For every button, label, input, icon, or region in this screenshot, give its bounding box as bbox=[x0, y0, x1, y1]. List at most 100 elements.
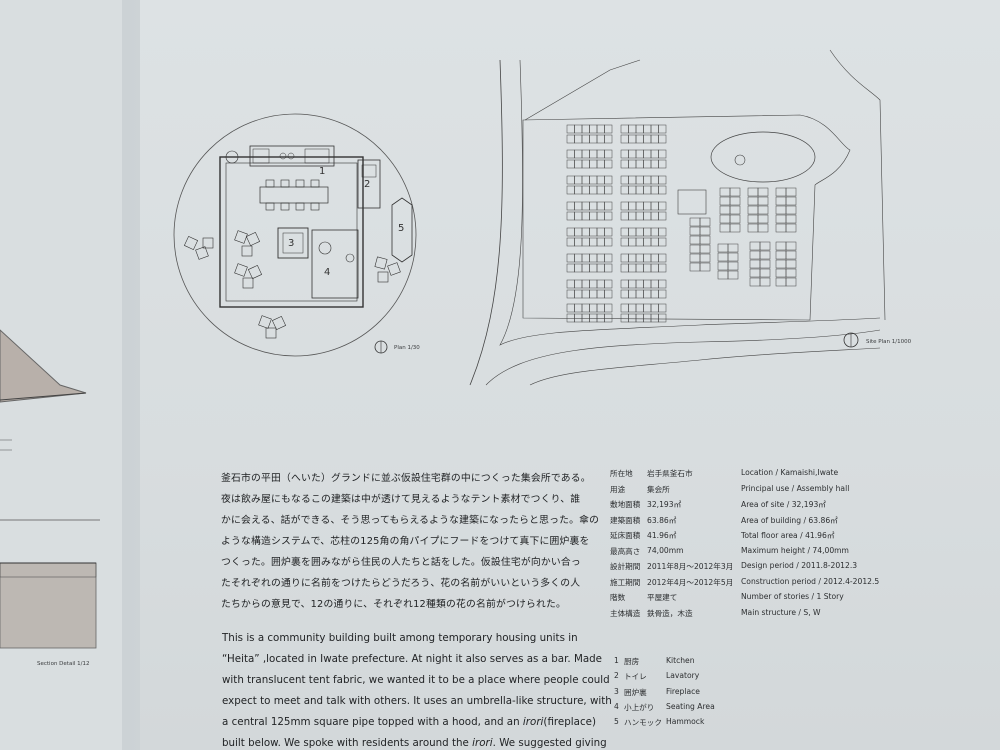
room-number-5: 5 bbox=[398, 223, 404, 234]
housing-unit bbox=[635, 149, 644, 159]
housing-unit bbox=[719, 196, 731, 206]
housing-unit bbox=[574, 149, 583, 159]
housing-unit bbox=[581, 185, 590, 195]
housing-unit bbox=[604, 149, 613, 159]
housing-unit bbox=[596, 149, 605, 159]
housing-unit bbox=[581, 303, 590, 313]
housing-unit bbox=[596, 279, 605, 289]
housing-unit bbox=[581, 253, 590, 263]
housing-unit bbox=[581, 134, 590, 144]
housing-unit bbox=[581, 175, 590, 185]
spec-en: Total floor area / 41.96㎡ bbox=[741, 531, 835, 540]
housing-unit bbox=[729, 223, 741, 233]
housing-unit bbox=[620, 201, 629, 211]
housing-unit bbox=[747, 196, 759, 206]
housing-unit bbox=[643, 263, 652, 273]
legend-jp: 厨房 bbox=[624, 657, 640, 666]
spec-en: Principal use / Assembly hall bbox=[741, 483, 850, 493]
housing-unit bbox=[574, 263, 583, 273]
legend-jp: トイレ bbox=[624, 672, 647, 682]
housing-unit bbox=[574, 227, 583, 237]
housing-unit bbox=[620, 211, 629, 221]
housing-unit bbox=[604, 159, 613, 169]
housing-unit bbox=[658, 124, 667, 134]
housing-unit bbox=[635, 303, 644, 313]
housing-unit bbox=[596, 227, 605, 237]
housing-unit bbox=[620, 149, 629, 159]
housing-unit bbox=[566, 313, 575, 323]
housing-unit bbox=[574, 211, 583, 221]
jp-line: 釜石市の平田（へいた）グランドに並ぶ仮設住宅群の中につくった集会所である。 bbox=[221, 473, 591, 484]
spec-jp-value: 岩手県釜石市 bbox=[647, 469, 693, 478]
spec-jp-label: 設計期間 bbox=[610, 562, 641, 571]
housing-unit bbox=[658, 237, 667, 247]
housing-unit bbox=[589, 124, 598, 134]
section-detail-drawing bbox=[0, 562, 97, 649]
spec-jp-value: 32,193㎡ bbox=[647, 500, 682, 509]
housing-unit bbox=[596, 134, 605, 144]
housing-unit bbox=[574, 289, 583, 299]
housing-unit bbox=[589, 149, 598, 159]
en-line: expect to meet and talk with others. It … bbox=[222, 695, 612, 707]
housing-unit bbox=[596, 237, 605, 247]
housing-unit bbox=[635, 134, 644, 144]
housing-unit bbox=[581, 289, 590, 299]
spec-jp-value: 41.96㎡ bbox=[647, 531, 677, 540]
floor-plan-drawing bbox=[173, 113, 417, 357]
housing-unit bbox=[650, 237, 659, 247]
spec-jp-label: 敷地面積 bbox=[610, 500, 641, 509]
housing-unit bbox=[775, 196, 787, 206]
housing-unit bbox=[620, 279, 629, 289]
housing-unit bbox=[719, 205, 731, 215]
housing-unit bbox=[650, 124, 659, 134]
housing-unit bbox=[650, 159, 659, 169]
housing-unit bbox=[620, 263, 629, 273]
housing-unit bbox=[620, 237, 629, 247]
housing-unit bbox=[775, 259, 787, 269]
roof-section-fragment bbox=[0, 329, 100, 521]
housing-unit bbox=[628, 263, 637, 273]
housing-unit bbox=[729, 214, 741, 224]
housing-unit bbox=[727, 252, 739, 262]
housing-unit bbox=[581, 279, 590, 289]
housing-unit bbox=[604, 253, 613, 263]
housing-unit bbox=[658, 263, 667, 273]
housing-unit bbox=[589, 289, 598, 299]
legend-num: 1 bbox=[614, 656, 619, 665]
housing-unit bbox=[574, 279, 583, 289]
spec-en: Main structure / S, W bbox=[741, 607, 821, 617]
en-line: with translucent tent fabric, we wanted … bbox=[222, 674, 610, 686]
housing-unit bbox=[581, 124, 590, 134]
housing-unit bbox=[643, 289, 652, 299]
housing-unit bbox=[747, 205, 759, 215]
housing-unit bbox=[719, 214, 731, 224]
spec-en: Area of site / 32,193㎡ bbox=[741, 500, 826, 509]
housing-unit bbox=[604, 263, 613, 273]
housing-unit bbox=[759, 268, 771, 278]
site-building bbox=[677, 189, 707, 215]
housing-unit bbox=[658, 185, 667, 195]
housing-unit bbox=[759, 250, 771, 260]
housing-unit bbox=[566, 237, 575, 247]
housing-unit bbox=[643, 175, 652, 185]
housing-unit bbox=[717, 270, 729, 280]
housing-unit bbox=[785, 196, 797, 206]
housing-unit bbox=[785, 277, 797, 287]
spec-en: Number of stories / 1 Story bbox=[741, 592, 844, 601]
housing-unit bbox=[658, 149, 667, 159]
housing-unit bbox=[566, 253, 575, 263]
housing-unit bbox=[650, 279, 659, 289]
housing-unit bbox=[650, 185, 659, 195]
spec-jp-label: 用途 bbox=[610, 484, 626, 494]
spec-jp-value: 集会所 bbox=[647, 484, 670, 494]
housing-unit bbox=[628, 185, 637, 195]
housing-unit bbox=[658, 289, 667, 299]
housing-unit bbox=[589, 279, 598, 289]
plan-scale-label: Plan 1/30 bbox=[394, 345, 420, 351]
housing-unit bbox=[643, 303, 652, 313]
housing-unit bbox=[589, 253, 598, 263]
housing-unit bbox=[566, 185, 575, 195]
jp-line: たちからの意見で、12の通りに、それぞれ12種類の花の名前がつけられた。 bbox=[221, 599, 566, 610]
housing-unit bbox=[658, 134, 667, 144]
